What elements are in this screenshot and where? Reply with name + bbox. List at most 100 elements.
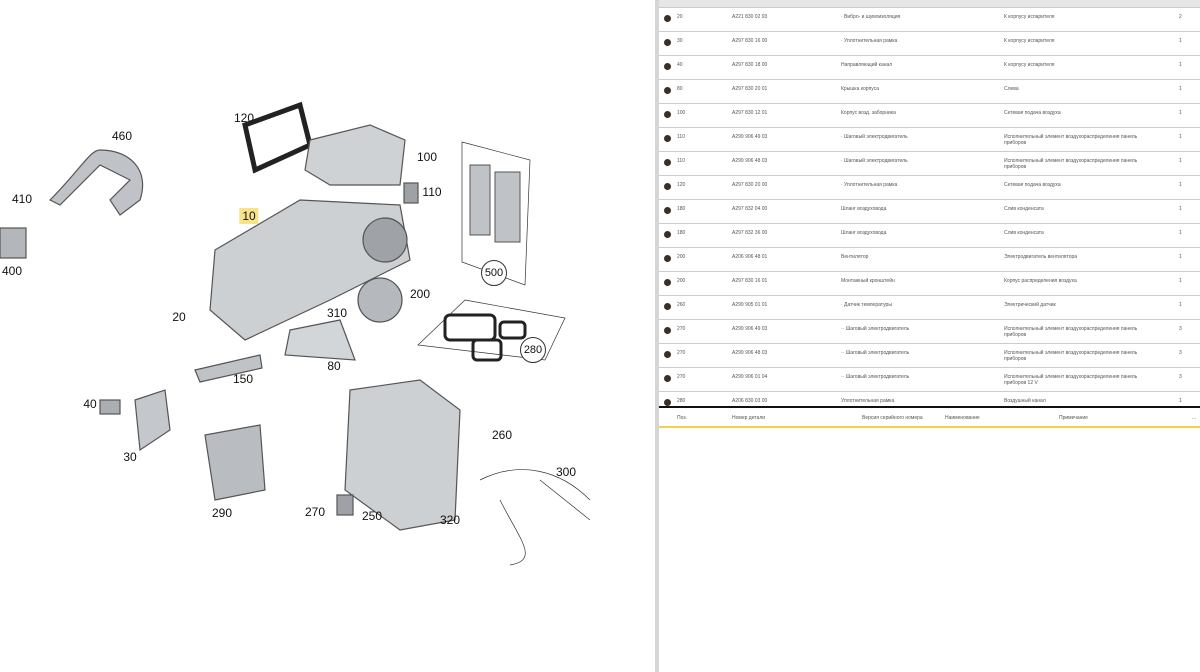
cell-name: ·· Шаговый электродвигатель	[841, 374, 910, 380]
cell-name: Направляющий канал	[841, 62, 893, 68]
callout-320[interactable]: 320	[439, 513, 461, 527]
cell-part-number: A297 830 12 01	[732, 110, 768, 116]
cell-note: Слив конденсата	[1004, 206, 1044, 212]
callout-290[interactable]: 290	[211, 506, 233, 520]
callout-500[interactable]: 500	[481, 260, 507, 286]
exploded-view-drawing	[0, 101, 591, 566]
table-row[interactable]: 120 A297 830 20 00 · Уплотнительная рамк…	[659, 176, 1200, 200]
cell-pos: 30	[677, 38, 683, 44]
cell-name: Уплотнительная рамка	[841, 398, 895, 404]
cell-pos: 270	[677, 326, 686, 332]
cell-qty: 1	[1179, 278, 1182, 284]
info-icon[interactable]	[664, 279, 671, 286]
info-icon[interactable]	[664, 207, 671, 214]
cell-note: Корпус распределения воздуха	[1004, 278, 1077, 284]
callout-150[interactable]: 150	[232, 372, 254, 386]
cell-part-number: A206 906 48 01	[732, 254, 768, 260]
cell-part-number: A221 830 02 93	[732, 14, 768, 20]
callout-260[interactable]: 260	[491, 428, 513, 442]
cell-note: Слева	[1004, 86, 1019, 92]
cell-qty: 3	[1179, 326, 1182, 332]
info-icon[interactable]	[664, 183, 671, 190]
col-pos[interactable]: Поз.	[677, 415, 687, 421]
callout-250[interactable]: 250	[361, 509, 383, 523]
pane-splitter[interactable]	[655, 0, 659, 672]
cell-note: Сетевая подача воздуха	[1004, 110, 1061, 116]
col-more[interactable]: ...	[1192, 415, 1197, 421]
cell-pos: 120	[677, 182, 686, 188]
cell-part-number: A299 906 49 03	[732, 326, 768, 332]
callout-10-selected[interactable]: 10	[239, 208, 259, 224]
callout-460[interactable]: 460	[111, 129, 133, 143]
callout-310[interactable]: 310	[326, 306, 348, 320]
cell-part-number: A297 830 20 00	[732, 182, 768, 188]
cell-qty: 3	[1179, 350, 1182, 356]
col-serial[interactable]: Версия серийного номера	[862, 415, 923, 421]
info-icon[interactable]	[664, 327, 671, 334]
cell-name: Вентилятор	[841, 254, 869, 260]
cell-part-number: A299 905 01 01	[732, 302, 768, 308]
info-icon[interactable]	[664, 351, 671, 358]
info-icon[interactable]	[664, 159, 671, 166]
info-icon[interactable]	[664, 39, 671, 46]
callout-20[interactable]: 20	[172, 310, 186, 324]
callout-400[interactable]: 400	[1, 264, 23, 278]
info-icon[interactable]	[664, 63, 671, 70]
callout-110[interactable]: 110	[422, 185, 442, 199]
info-icon[interactable]	[664, 135, 671, 142]
table-row[interactable]: 260 A299 905 01 01 · Датчик температуры …	[659, 296, 1200, 320]
table-row[interactable]: 40 A297 830 18 00 Направляющий канал К к…	[659, 56, 1200, 80]
table-row[interactable]: 270 A299 906 49 03 ·· Шаговый электродви…	[659, 320, 1200, 344]
cell-note: Исполнительный элемент воздухораспределе…	[1004, 326, 1138, 338]
callout-200[interactable]: 200	[409, 287, 431, 301]
table-row[interactable]: 30 A297 830 16 00 · Уплотнительная рамка…	[659, 32, 1200, 56]
callout-100[interactable]: 100	[416, 150, 438, 164]
table-row[interactable]: 180 A297 832 36 00 Шланг воздуховода Сли…	[659, 224, 1200, 248]
callout-270[interactable]: 270	[304, 505, 326, 519]
callout-40[interactable]: 40	[83, 397, 97, 411]
cell-name: Корпус возд. заборника	[841, 110, 896, 116]
col-part[interactable]: Номер детали	[732, 415, 766, 421]
info-icon[interactable]	[664, 15, 671, 22]
cell-name: Монтажный кронштейн	[841, 278, 895, 284]
cell-part-number: A299 906 01 04	[732, 374, 768, 380]
cell-note: Воздушный канал	[1004, 398, 1046, 404]
info-icon[interactable]	[664, 111, 671, 118]
info-icon[interactable]	[664, 375, 671, 382]
cell-name: Крышка корпуса	[841, 86, 880, 92]
info-icon[interactable]	[664, 87, 671, 94]
table-row[interactable]: 100 A297 830 12 01 Корпус возд. заборник…	[659, 104, 1200, 128]
table-row[interactable]: 280 A206 830 03 00 Уплотнительная рамка …	[659, 392, 1200, 406]
parts-list[interactable]: 20 A221 830 02 93 · Вибро- и шумоизоляци…	[659, 8, 1200, 408]
callout-280[interactable]: 280	[520, 337, 546, 363]
info-icon[interactable]	[664, 231, 671, 238]
table-row[interactable]: 110 A299 906 48 03 · Шаговый электродвиг…	[659, 152, 1200, 176]
callout-30[interactable]: 30	[123, 450, 137, 464]
table-row[interactable]: 80 A297 830 20 01 Крышка корпуса Слева 1	[659, 80, 1200, 104]
callout-80[interactable]: 80	[327, 359, 341, 373]
info-icon[interactable]	[664, 399, 671, 406]
table-row[interactable]: 200 A206 906 48 01 Вентилятор Электродви…	[659, 248, 1200, 272]
table-row[interactable]: 20 A221 830 02 93 · Вибро- и шумоизоляци…	[659, 8, 1200, 32]
cell-qty: 1	[1179, 254, 1182, 260]
table-row[interactable]: 110 A299 906 49 03 · Шаговый электродвиг…	[659, 128, 1200, 152]
callout-300[interactable]: 300	[555, 465, 577, 479]
callout-120[interactable]: 120	[233, 111, 255, 125]
cell-name: · Датчик температуры	[841, 302, 892, 308]
cell-note: К корпусу испарителя	[1004, 14, 1055, 20]
col-name[interactable]: Наименование	[945, 415, 980, 421]
table-row[interactable]: 270 A299 906 01 04 ·· Шаговый электродви…	[659, 368, 1200, 392]
cell-pos: 270	[677, 374, 686, 380]
table-row[interactable]: 200 A297 830 16 01 Монтажный кронштейн К…	[659, 272, 1200, 296]
col-note[interactable]: Примечание	[1059, 415, 1088, 421]
cell-pos: 280	[677, 398, 686, 404]
cell-name: ·· Шаговый электродвигатель	[841, 326, 910, 332]
callout-410[interactable]: 410	[11, 192, 33, 206]
table-row[interactable]: 270 A299 906 48 03 ·· Шаговый электродви…	[659, 344, 1200, 368]
table-row[interactable]: 180 A297 832 04 00 Шланг воздуховода Сли…	[659, 200, 1200, 224]
info-icon[interactable]	[664, 303, 671, 310]
parts-diagram[interactable]: 460 410 400 120 100 110 10 500 200 20 31…	[0, 0, 655, 672]
cell-qty: 1	[1179, 110, 1182, 116]
info-icon[interactable]	[664, 255, 671, 262]
cell-note: Электродвигатель вентилятора	[1004, 254, 1078, 260]
